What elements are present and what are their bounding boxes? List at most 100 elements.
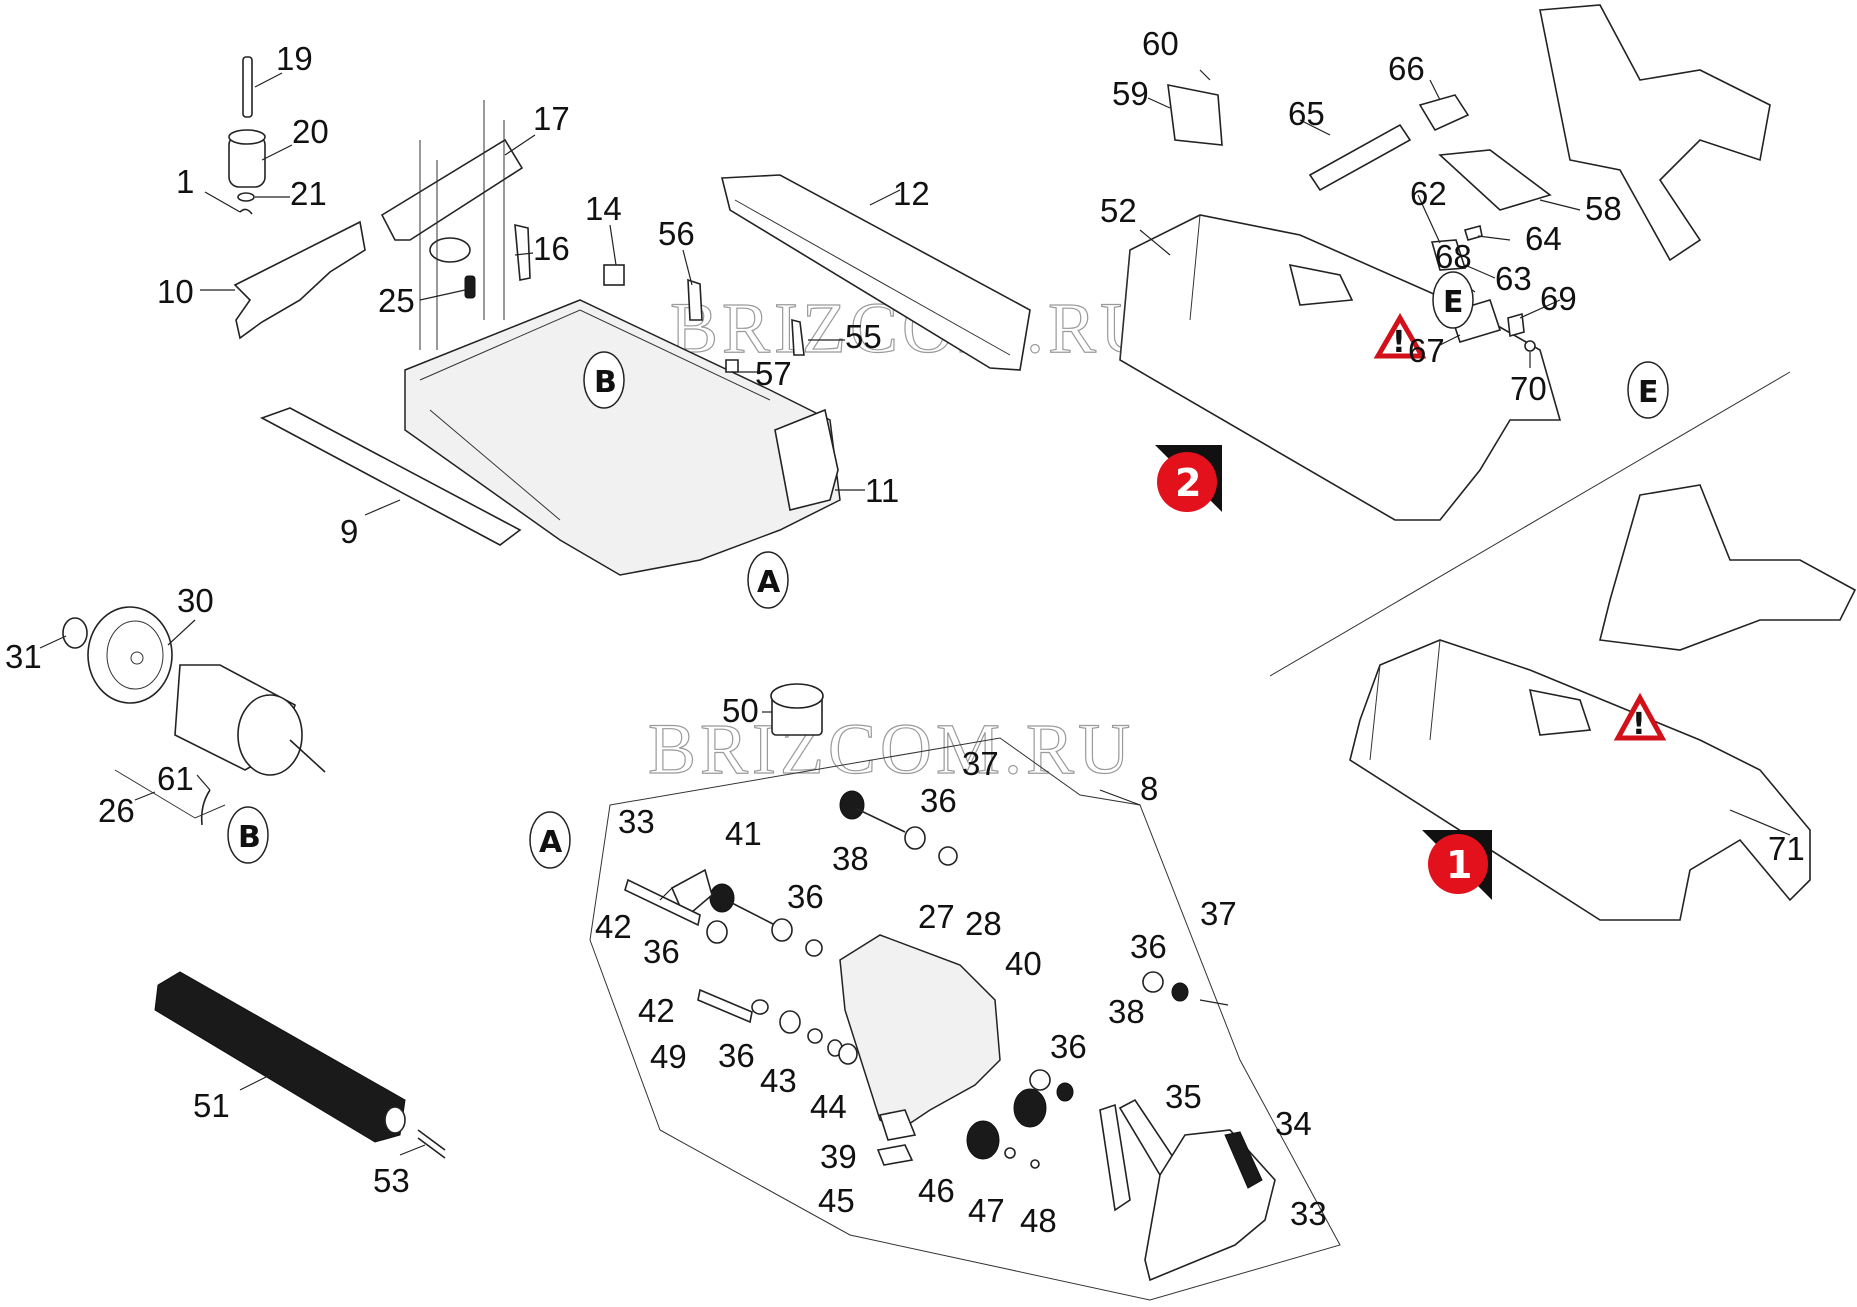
callout-36: 36 — [718, 1037, 755, 1074]
callout-68: 68 — [1435, 238, 1472, 275]
callout-59: 59 — [1112, 75, 1149, 112]
callout-9: 9 — [340, 513, 358, 550]
part-clip-69 — [1507, 312, 1525, 338]
part-brush-51 — [154, 971, 406, 1143]
section-marker-b: B — [227, 806, 269, 864]
part-gear-37b — [1171, 982, 1189, 1002]
part-washer-21 — [237, 192, 255, 202]
callout-69: 69 — [1540, 280, 1577, 317]
part-lever-16 — [514, 223, 531, 281]
part-pulley-46 — [966, 1120, 1000, 1160]
part-clip-57 — [725, 359, 739, 373]
part-screw-70 — [1524, 340, 1536, 352]
callout-10: 10 — [157, 273, 194, 310]
svg-text:A: A — [539, 825, 563, 860]
cover-52 — [1119, 214, 1562, 521]
part-plate-on-cover-71 — [1528, 688, 1592, 736]
part-motor-26 — [174, 664, 326, 776]
part-connector-62 — [1430, 239, 1467, 271]
separator-line — [1269, 371, 1791, 677]
callout-61: 61 — [157, 760, 194, 797]
section-marker-e: E — [1432, 271, 1474, 329]
callout-57: 57 — [755, 355, 792, 392]
part-handle-yoke-top — [1539, 4, 1771, 262]
part-handle-yoke-bottom — [1599, 484, 1857, 651]
part-washer-47 — [1004, 1147, 1016, 1159]
part-clip-55 — [791, 318, 805, 356]
callout-55: 55 — [845, 318, 882, 355]
svg-text:A: A — [757, 565, 781, 600]
callout-66: 66 — [1388, 50, 1425, 87]
callout-50: 50 — [722, 692, 759, 729]
callout-65: 65 — [1288, 95, 1325, 132]
callout-71: 71 — [1768, 830, 1805, 867]
part-spring-53 — [417, 1129, 446, 1159]
part-pad-45 — [876, 1144, 914, 1166]
callout-43: 43 — [760, 1062, 797, 1099]
watermark: BRIZCOM.RU — [648, 709, 1134, 789]
callout-1: 1 — [176, 163, 194, 200]
section-marker-b: B — [583, 351, 625, 409]
variant-badge-2: 2 — [1155, 445, 1222, 512]
callout-27: 27 — [918, 898, 955, 935]
kit-8-outline — [589, 737, 1341, 1301]
callout-17: 17 — [533, 100, 570, 137]
callout-44: 44 — [810, 1088, 847, 1125]
part-ring-31 — [62, 617, 88, 649]
callout-70: 70 — [1510, 370, 1547, 407]
part-cable-61 — [200, 789, 211, 826]
callout-19: 19 — [276, 40, 313, 77]
part-seal-ring — [429, 237, 471, 263]
part-ring-43 — [807, 1028, 823, 1044]
callout-30: 30 — [177, 582, 214, 619]
callout-62: 62 — [1410, 175, 1447, 212]
callout-63: 63 — [1495, 260, 1532, 297]
callout-25: 25 — [378, 282, 415, 319]
part-bearing-36d — [1142, 971, 1164, 993]
svg-text:B: B — [238, 820, 261, 855]
svg-text:E: E — [1638, 375, 1659, 410]
part-bracket-39 — [878, 1109, 917, 1141]
part-spring-25 — [464, 275, 476, 299]
callout-49: 49 — [650, 1038, 687, 1075]
svg-text:E: E — [1443, 285, 1464, 320]
callout-39: 39 — [820, 1138, 857, 1175]
part-gear-38b — [1056, 1082, 1074, 1102]
part-side-block-11 — [774, 408, 839, 511]
part-bearing-38b — [1029, 1069, 1051, 1091]
part-clip-1 — [239, 208, 253, 215]
svg-text:!: ! — [1392, 325, 1406, 360]
part-bearing-36e — [779, 1010, 801, 1034]
callout-36: 36 — [643, 933, 680, 970]
part-bracket-56 — [687, 278, 703, 321]
part-roller-20 — [228, 129, 266, 188]
part-bracket-on-cover — [1288, 263, 1354, 306]
svg-text:2: 2 — [1175, 461, 1201, 505]
part-bearing-36c — [706, 920, 728, 944]
warning-icon: ! — [1373, 313, 1427, 360]
callout-60: 60 — [1142, 25, 1179, 62]
callout-36: 36 — [787, 878, 824, 915]
variant-badge-1: 1 — [1422, 830, 1492, 900]
callout-52: 52 — [1100, 192, 1137, 229]
part-base-housing — [404, 299, 841, 576]
part-tube-65 — [1308, 123, 1412, 192]
svg-text:B: B — [594, 365, 617, 400]
part-bearing-36f — [838, 1043, 858, 1065]
section-marker-a: A — [529, 811, 571, 869]
part-shaft-42a — [624, 878, 701, 927]
warning-icon: ! — [1613, 692, 1667, 742]
part-cap-50 — [770, 683, 824, 736]
part-shaft-42b — [697, 988, 753, 1024]
part-bar-9 — [260, 407, 522, 546]
callout-16: 16 — [533, 230, 570, 267]
section-marker-e: E — [1627, 361, 1669, 419]
callout-34: 34 — [1275, 1105, 1312, 1142]
part-pulley-upper — [1013, 1088, 1047, 1128]
leader-lines — [39, 69, 1791, 1156]
callout-labels: 19 20 1 21 10 17 16 25 14 56 12 55 57 11… — [5, 25, 1805, 1239]
callout-38: 38 — [832, 840, 869, 877]
section-marker-a: A — [747, 551, 789, 609]
callout-37: 37 — [962, 745, 999, 782]
